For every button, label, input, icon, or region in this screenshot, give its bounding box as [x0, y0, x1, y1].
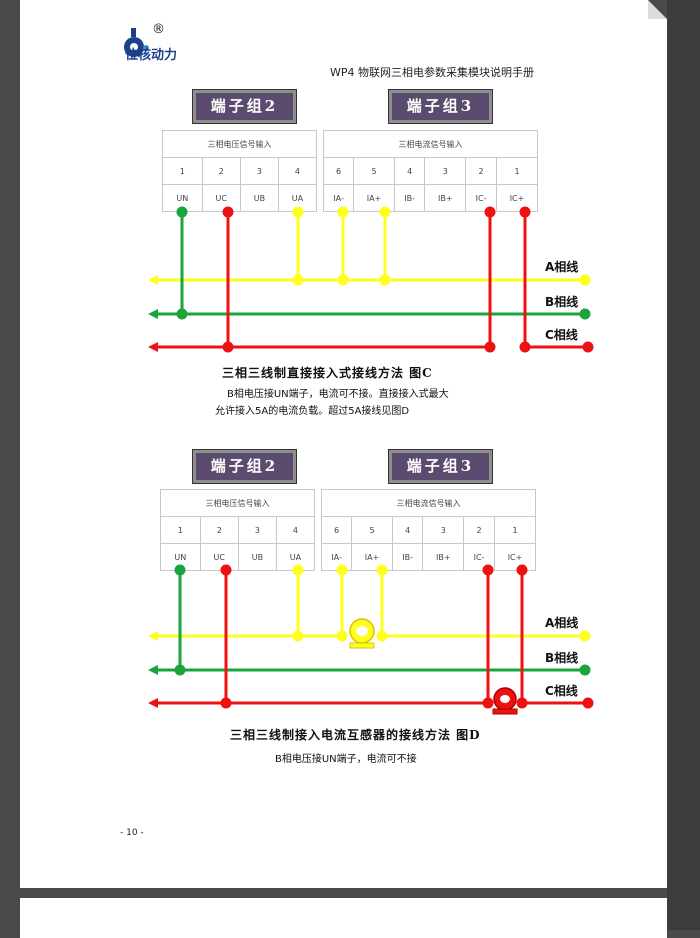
- terminal-group-2-label: 端子组2: [210, 97, 279, 115]
- terminal-label: UC: [201, 184, 241, 212]
- terminal-number: 3: [237, 516, 277, 544]
- voltage-table-title: 三相电压信号输入: [162, 130, 317, 158]
- terminal-group-2-badge: 端子组2: [193, 450, 296, 483]
- voltage-terminal-table: 三相电压信号输入 1 2 3 4 UN UC UB UA: [162, 130, 318, 212]
- terminal-group-3-label: 端子组3: [406, 97, 475, 115]
- terminal-number: 4: [275, 516, 316, 544]
- terminal-label: UC: [199, 543, 239, 571]
- terminal-label: IB+: [424, 184, 467, 212]
- terminal-number: 1: [496, 157, 538, 185]
- terminal-label: IA+: [351, 543, 393, 571]
- logo-text: 位核动力: [125, 48, 178, 63]
- phase-a-label: A相线: [545, 616, 579, 630]
- phase-c-label: C相线: [545, 684, 578, 698]
- figure-c-caption: 三相三线制直接接入式接线方法 图C: [222, 366, 433, 380]
- page-fold-corner: [648, 0, 667, 19]
- terminal-label: IB-: [391, 543, 424, 571]
- phase-b-label: B相线: [545, 651, 579, 665]
- terminal-number: 4: [277, 157, 318, 185]
- figure-c-note-line-2: 允许接入5A的电流负载。超过5A接线见图D: [215, 406, 410, 417]
- terminal-number: 4: [391, 516, 424, 544]
- figure-c-note-line-1: B相电压接UN端子，电流可不接。直接接入式最大: [227, 389, 449, 400]
- registered-mark: ®: [152, 22, 165, 37]
- terminal-label: IC+: [496, 184, 538, 212]
- terminal-label: IC+: [494, 543, 536, 571]
- phase-a-label: A相线: [545, 260, 579, 274]
- phase-b-label: B相线: [545, 295, 579, 309]
- phase-c-label: C相线: [545, 328, 578, 342]
- terminal-number: 6: [322, 157, 355, 185]
- terminal-label: UB: [237, 543, 277, 571]
- terminal-number: 4: [393, 157, 426, 185]
- terminal-number: 3: [422, 516, 465, 544]
- terminal-group-2-label: 端子组2: [210, 457, 279, 475]
- terminal-group-3-label: 端子组3: [406, 457, 475, 475]
- current-table-title: 三相电流信号输入: [323, 130, 538, 158]
- current-terminal-table: 三相电流信号输入 6 5 4 3 2 1 IA- IA+ IB- IB+ IC-…: [320, 489, 536, 571]
- terminal-number: 2: [199, 516, 239, 544]
- terminal-group-3-badge: 端子组3: [389, 90, 492, 123]
- terminal-label: IC-: [463, 543, 496, 571]
- figure-d-caption: 三相三线制接入电流互感器的接线方法 图D: [230, 728, 481, 742]
- terminal-label: IA-: [322, 184, 355, 212]
- viewer-background: [667, 0, 700, 930]
- current-terminal-table: 三相电流信号输入 6 5 4 3 2 1 IA- IA+ IB- IB+ IC-…: [322, 130, 538, 212]
- voltage-table-title: 三相电压信号输入: [160, 489, 315, 517]
- terminal-group-3-badge: 端子组3: [389, 450, 492, 483]
- terminal-group-2-badge: 端子组2: [193, 90, 296, 123]
- figure-d-note: B相电压接UN端子，电流可不接: [275, 754, 417, 765]
- page-number: - 10 -: [120, 828, 144, 838]
- manual-title: WP4 物联网三相电参数采集模块说明手册: [330, 66, 535, 79]
- terminal-number: 1: [494, 516, 536, 544]
- terminal-number: 5: [351, 516, 393, 544]
- terminal-label: UB: [239, 184, 279, 212]
- current-transformer-a-icon: [349, 618, 375, 649]
- current-transformer-c-icon: [492, 687, 518, 715]
- terminal-label: IA-: [320, 543, 353, 571]
